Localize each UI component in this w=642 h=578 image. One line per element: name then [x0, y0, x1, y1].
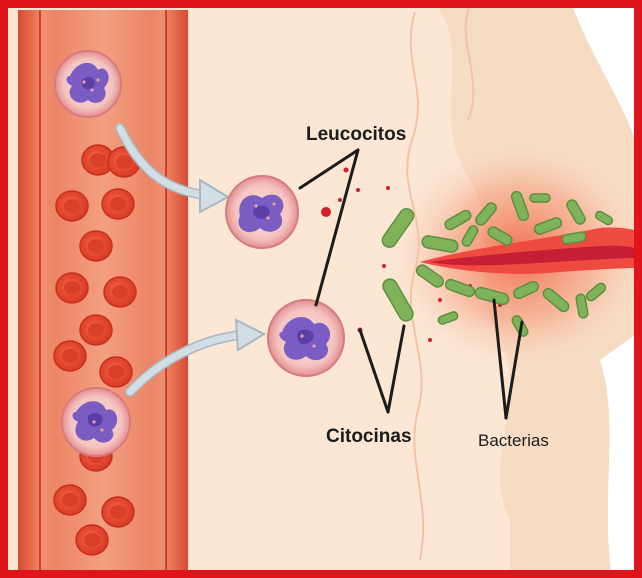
- label-bacterias: Bacterias: [478, 431, 549, 450]
- red-blood-cell-icon: [76, 525, 108, 555]
- bacterium-icon: [530, 194, 550, 202]
- red-blood-cell-icon: [102, 189, 134, 219]
- red-blood-cell-icon: [56, 273, 88, 303]
- white-blood-cell-icon: [268, 300, 344, 376]
- red-blood-cell-icon: [56, 191, 88, 221]
- white-blood-cell-icon: [55, 51, 121, 117]
- red-blood-cell-icon: [80, 231, 112, 261]
- red-blood-cell-icon: [54, 485, 86, 515]
- red-blood-cell-icon: [80, 315, 112, 345]
- red-blood-cell-icon: [102, 497, 134, 527]
- white-blood-cell-icon: [62, 388, 130, 456]
- red-blood-cell-icon: [54, 341, 86, 371]
- label-leucocitos: Leucocitos: [306, 124, 406, 145]
- red-blood-cell-icon: [100, 357, 132, 387]
- red-blood-cell-icon: [104, 277, 136, 307]
- white-blood-cell-icon: [226, 176, 298, 248]
- label-citocinas: Citocinas: [326, 426, 412, 447]
